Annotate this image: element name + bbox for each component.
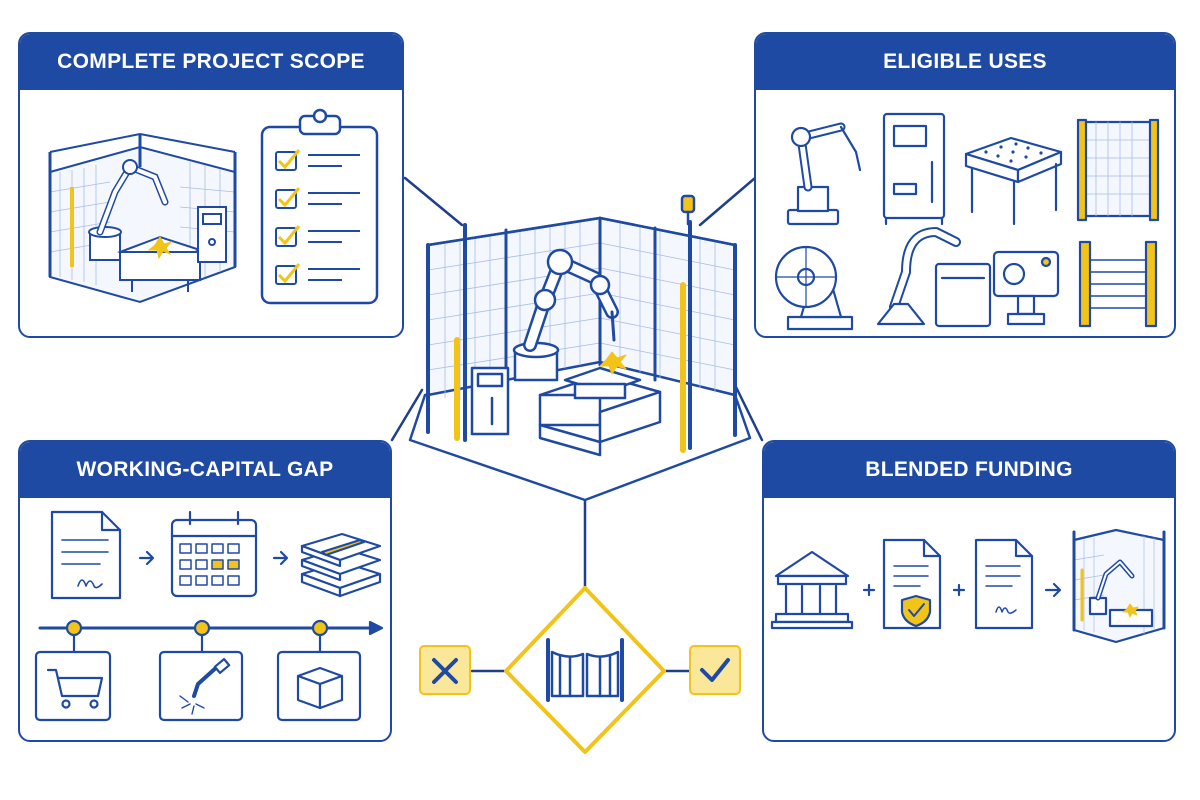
panel-blended-funding: BLENDED FUNDING (762, 440, 1176, 742)
safety-fence-icon (1076, 118, 1160, 222)
panel-body-gap (20, 500, 390, 740)
robot-arm-icon (786, 122, 862, 226)
robot-cell-icon (1072, 528, 1166, 644)
package-box-icon (276, 650, 362, 722)
light-curtain-icon (1078, 240, 1158, 328)
panel-complete-project-scope: COMPLETE PROJECT SCOPE (18, 32, 404, 338)
panel-working-capital-gap: WORKING-CAPITAL GAP (18, 440, 392, 742)
control-cabinet-icon (882, 112, 946, 226)
panel-body-funding (764, 500, 1174, 740)
panel-eligible-uses: ELIGIBLE USES (754, 32, 1176, 338)
gate-icon (504, 586, 666, 754)
panel-title-uses: ELIGIBLE USES (756, 34, 1174, 90)
robotic-welding-cell-icon (408, 194, 752, 502)
welding-table-icon (964, 136, 1063, 226)
panel-title-gap: WORKING-CAPITAL GAP (20, 442, 390, 498)
signed-contract-icon (50, 510, 122, 600)
positioner-icon (774, 245, 854, 331)
clipboard-checklist-icon (260, 108, 379, 305)
reject-x-icon (419, 645, 471, 695)
panel-body-scope (20, 92, 402, 336)
fume-extractor-icon (876, 227, 992, 328)
guarantee-document-icon (882, 538, 942, 630)
panel-title-scope: COMPLETE PROJECT SCOPE (20, 34, 402, 90)
cash-stack-icon (300, 532, 382, 598)
calendar-icon (170, 510, 258, 598)
camera-sensor-icon (992, 250, 1060, 326)
welding-torch-icon (158, 650, 244, 722)
shopping-cart-icon (34, 650, 112, 722)
timeline-arrow-icon (38, 619, 384, 654)
robot-cell-icon (48, 133, 237, 304)
checkbox-checked-icon (275, 149, 301, 285)
signed-agreement-icon (974, 538, 1034, 630)
approve-check-icon (689, 645, 741, 695)
panel-title-funding: BLENDED FUNDING (764, 442, 1174, 498)
panel-body-uses (756, 92, 1174, 336)
bank-icon (770, 550, 854, 630)
